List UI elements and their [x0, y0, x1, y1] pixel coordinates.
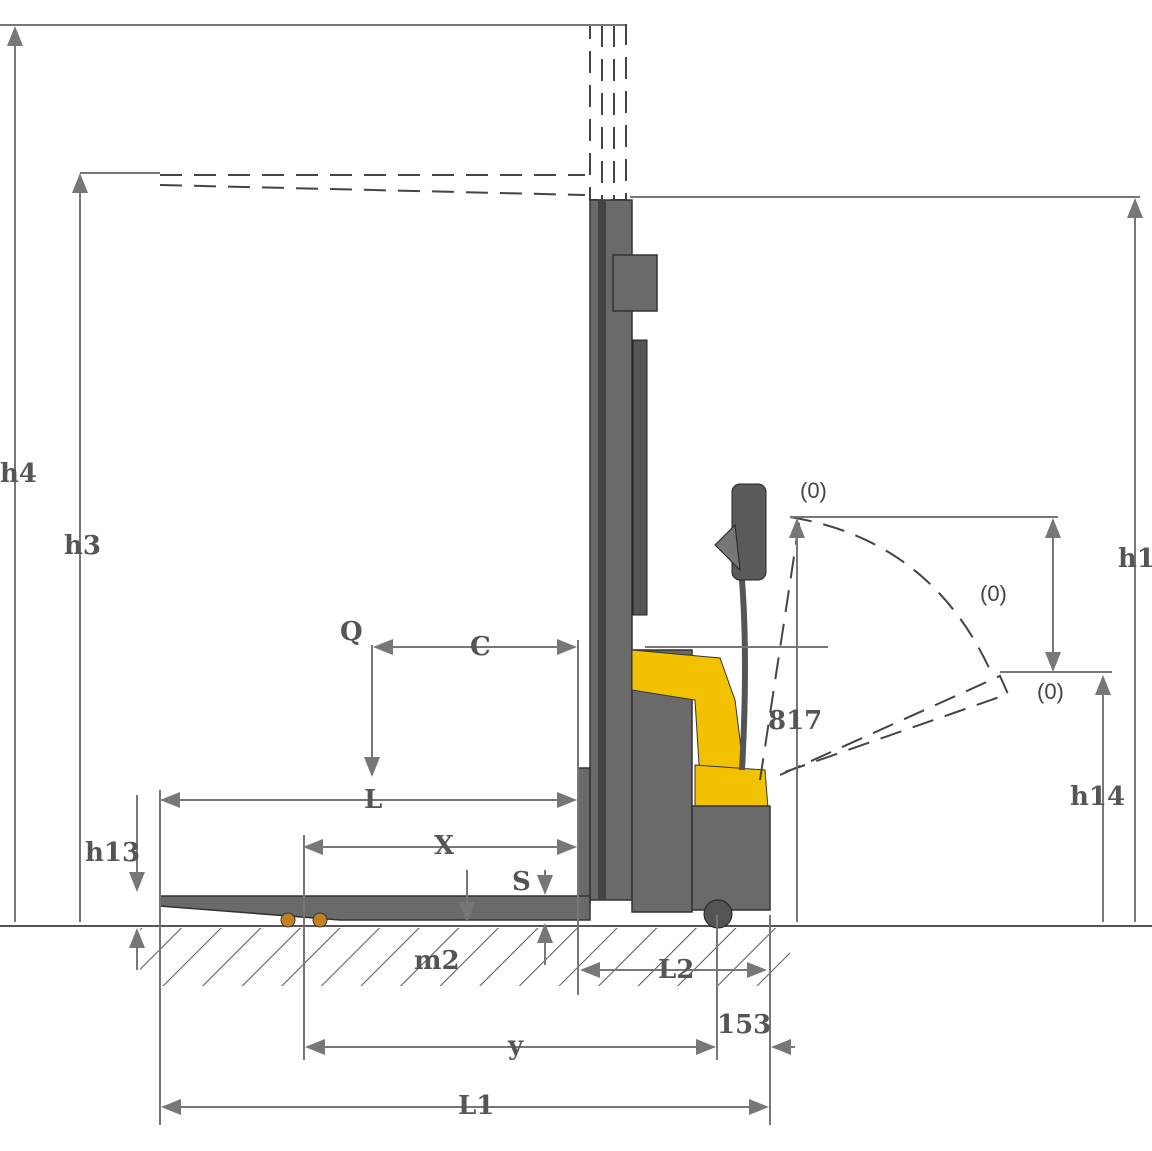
label-L1: L1	[458, 1091, 494, 1121]
label-Q: Q	[340, 617, 363, 647]
label-S: S	[512, 867, 531, 897]
mast	[577, 199, 658, 904]
label-h4: h4	[0, 459, 37, 489]
label-m2: m2	[414, 946, 460, 976]
label-h1: h1	[1118, 544, 1152, 574]
extended-mast	[159, 24, 627, 201]
dimension-lines	[0, 24, 1143, 1125]
label-X: X	[434, 831, 455, 861]
label-tiller-low-offset: (0)	[1037, 679, 1064, 704]
label-L2: L2	[658, 955, 694, 985]
label-817: 817	[768, 706, 822, 736]
label-tiller-arc-offset: (0)	[980, 581, 1007, 606]
label-h14: h14	[1070, 782, 1125, 812]
label-153: 153	[717, 1010, 771, 1040]
forks	[159, 895, 591, 928]
label-h3: h3	[64, 531, 101, 561]
tiller	[714, 483, 1010, 781]
label-L: L	[364, 785, 382, 815]
label-tiller-top-offset: (0)	[800, 478, 827, 503]
label-y: y	[507, 1031, 524, 1061]
chassis	[631, 649, 771, 929]
label-h13: h13	[85, 838, 140, 868]
label-C: C	[470, 632, 491, 662]
